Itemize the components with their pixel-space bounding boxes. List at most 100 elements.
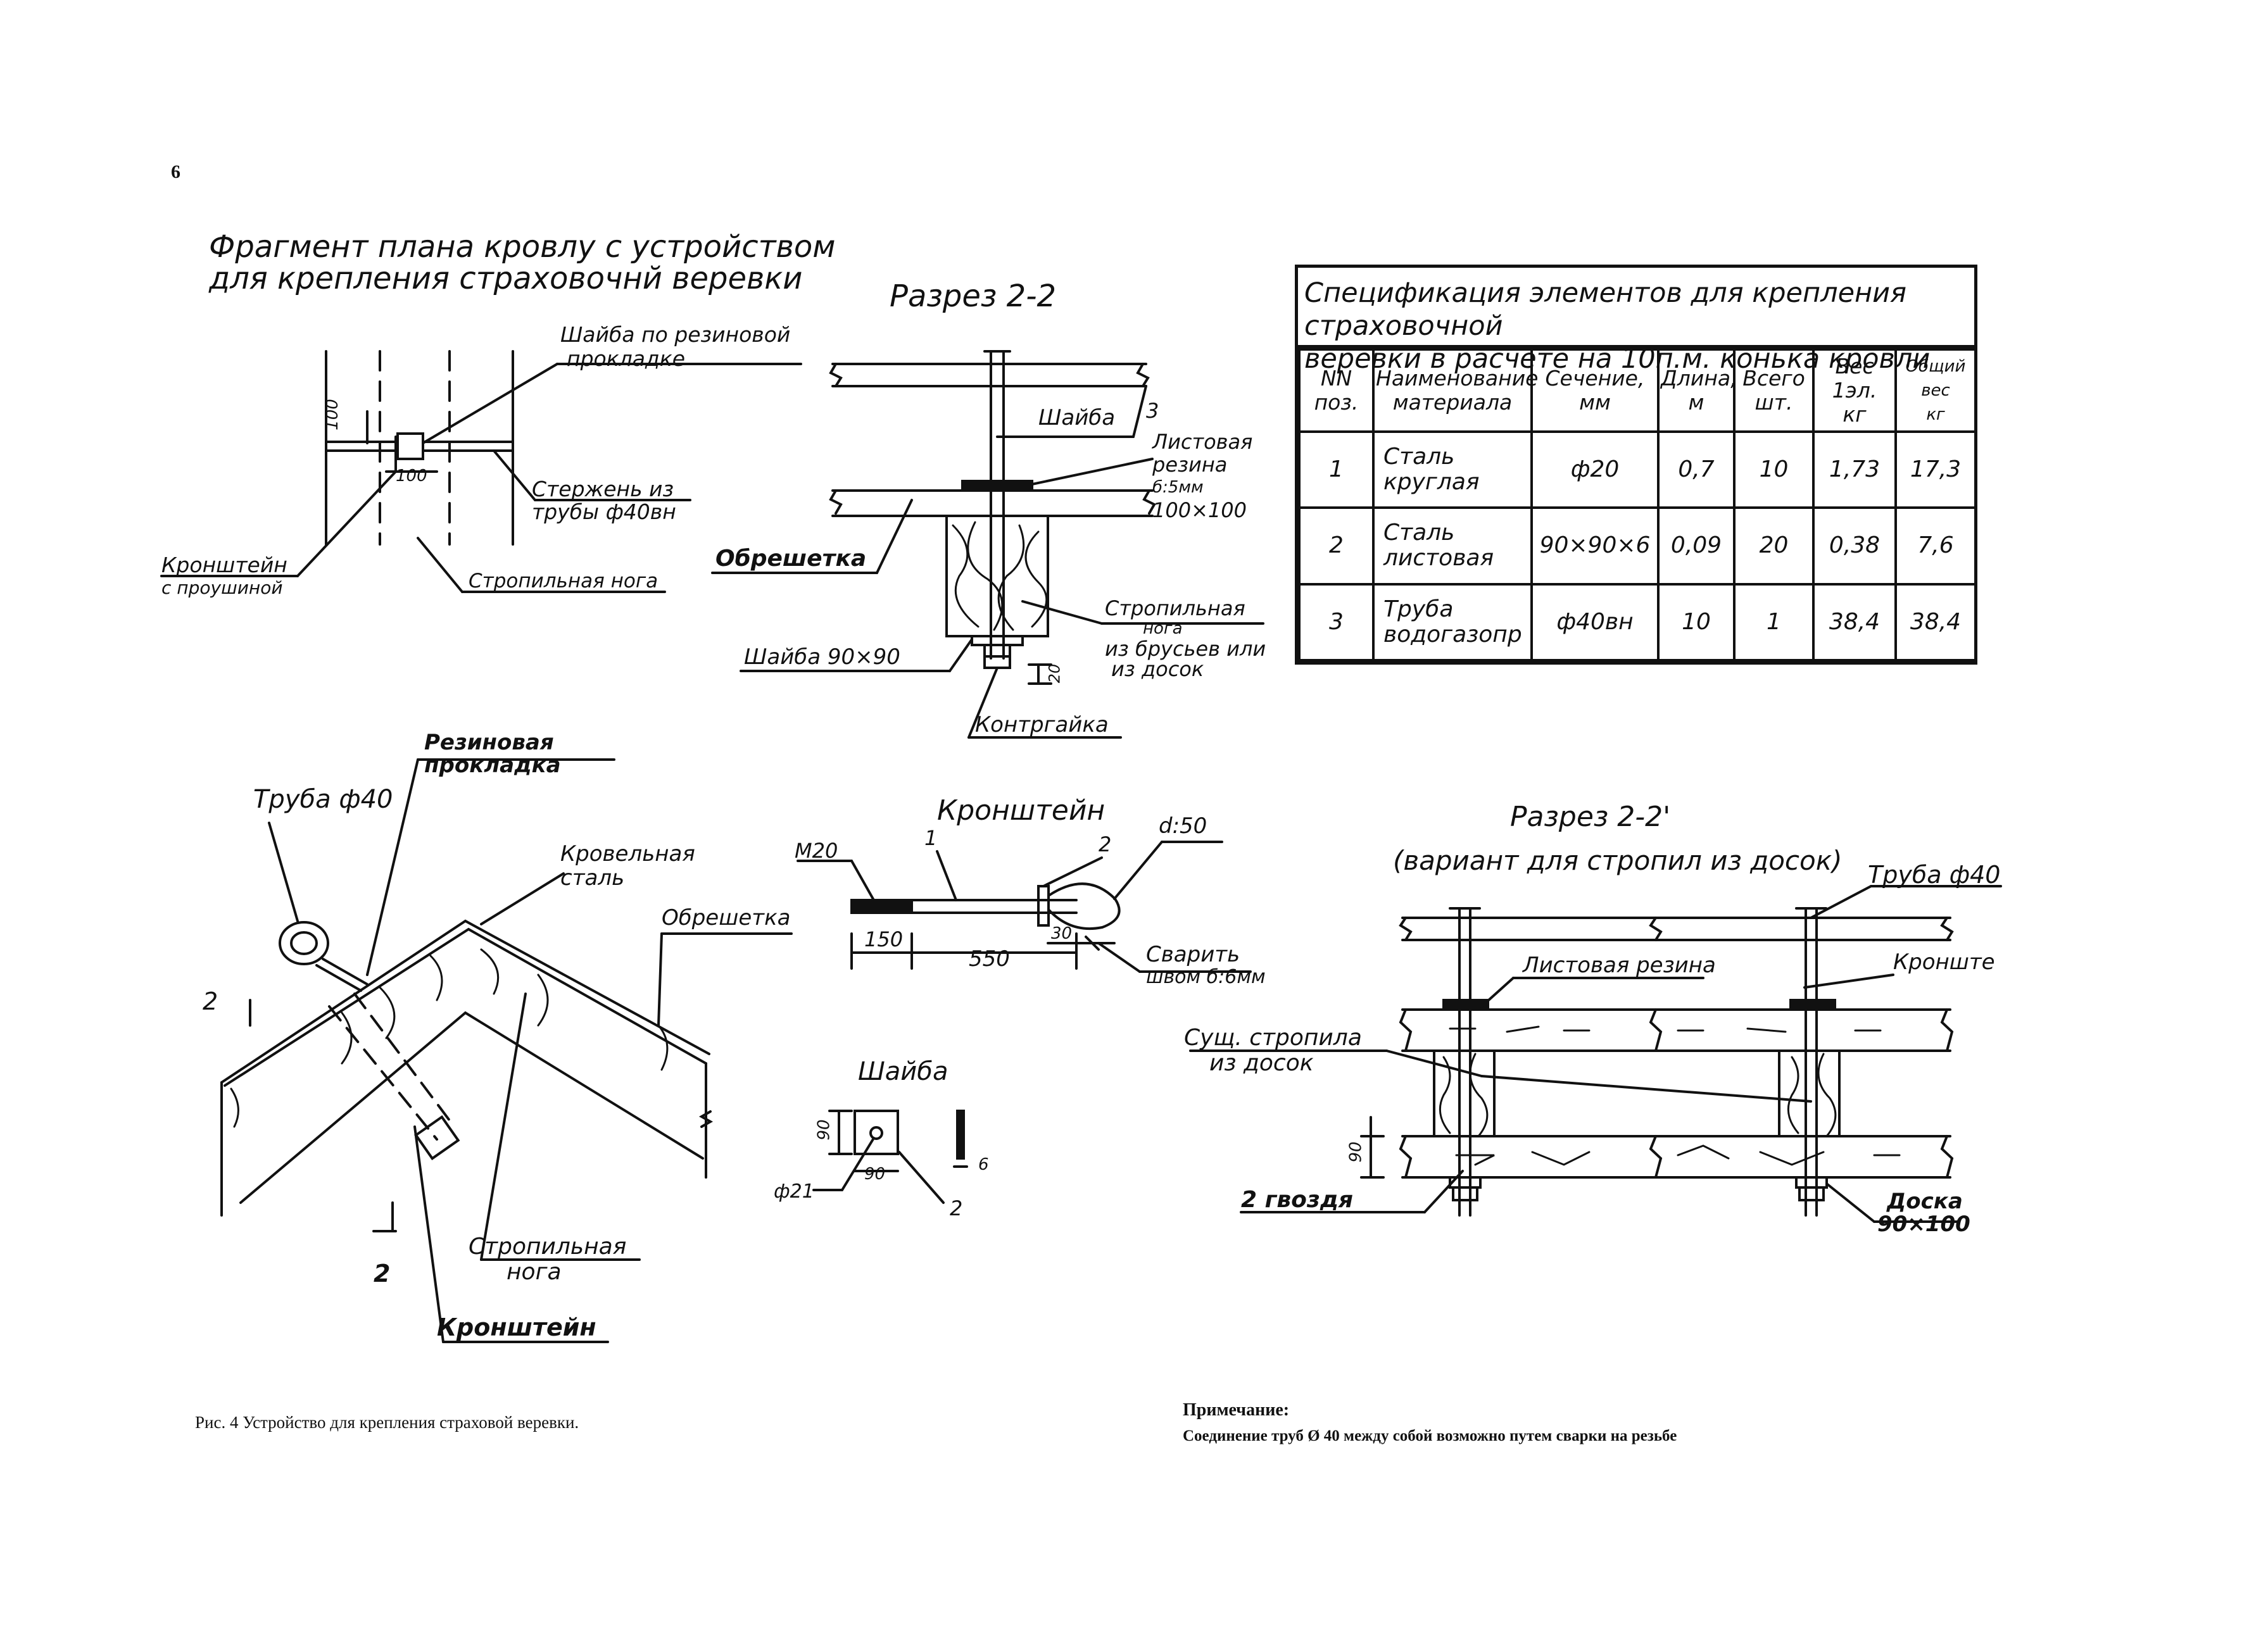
spec-cell: ф40вн bbox=[1530, 582, 1660, 662]
s22-rafter-label: Стропильная нога из брусьев или из досок bbox=[1105, 598, 1266, 679]
plan-title-line2: для крепления страховочнй веревки bbox=[209, 261, 803, 296]
s22-batten-label: Обрешетка bbox=[715, 546, 867, 572]
spec-title: Спецификация элементов для крепления стр… bbox=[1298, 268, 1974, 375]
spec-title-line1: Спецификация элементов для крепления стр… bbox=[1304, 277, 1906, 342]
bracket-d50: d:50 bbox=[1159, 813, 1207, 839]
s22p-rafter-label: Сущ. стропила из досок bbox=[1184, 1025, 1362, 1076]
plan-rafter-label: Стропильная нога bbox=[469, 570, 658, 592]
ridge-rubber-label: Резиновая прокладка bbox=[424, 731, 561, 777]
s22-rafter-line3: из брусьев или bbox=[1105, 637, 1266, 661]
bracket-pos2: 2 bbox=[1099, 832, 1112, 856]
spec-col-section: Сечение,мм bbox=[1530, 348, 1660, 433]
ridge-roof-steel-label: Кровельная сталь bbox=[560, 842, 695, 890]
plan-washer-label: Шайба по резиновой прокладке bbox=[560, 323, 790, 371]
section-2-2-title: Разрез 2-2 bbox=[890, 279, 1057, 314]
spec-cell: 10 bbox=[1657, 582, 1736, 662]
s22p-nails-label: 2 гвоздя bbox=[1241, 1187, 1354, 1213]
spec-cell: 90×90×6 bbox=[1530, 506, 1660, 586]
s22-rubber-line4: 100×100 bbox=[1152, 498, 1247, 522]
bracket-m20: М20 bbox=[795, 839, 838, 863]
s22-dim-20: 20 bbox=[1045, 663, 1064, 684]
spec-cell: 7,6 bbox=[1894, 506, 1977, 586]
spec-cell: 3 bbox=[1298, 582, 1375, 662]
note-text: Соединение труб Ø 40 между собой возможн… bbox=[1183, 1427, 1677, 1444]
washer-drawing bbox=[812, 1110, 968, 1204]
plan-rod-line2: трубы ф40вн bbox=[532, 499, 676, 524]
s22p-board-line2: 90×100 bbox=[1877, 1212, 1970, 1237]
s22-washer-label: Шайба bbox=[1038, 405, 1116, 430]
bracket-dim-30: 30 bbox=[1051, 924, 1073, 943]
plan-title: Фрагмент плана кровлу с устройством для … bbox=[209, 231, 835, 294]
section-2-2-drawing bbox=[711, 350, 1264, 739]
s22-rubber-line3: б:5мм bbox=[1152, 478, 1204, 497]
spec-cell: 0,38 bbox=[1812, 506, 1897, 586]
washer-hole-diameter: ф21 bbox=[774, 1181, 814, 1203]
s22p-rafter-line2: из досок bbox=[1209, 1050, 1314, 1076]
spec-cell: 38,4 bbox=[1812, 582, 1897, 662]
plan-dim-100-horizontal: 100 bbox=[396, 467, 427, 485]
ridge-rubber-line1: Резиновая bbox=[424, 730, 554, 755]
plan-washer-line2: прокладке bbox=[567, 346, 686, 371]
ridge-section-mark-b: 2 bbox=[374, 1260, 391, 1287]
spec-cell: 1 bbox=[1733, 582, 1815, 662]
spec-cell: 38,4 bbox=[1894, 582, 1977, 662]
ridge-bracket-label: Кронштейн bbox=[437, 1313, 596, 1341]
section-2-2p-drawing bbox=[1189, 885, 2002, 1223]
s22-pos3: 3 bbox=[1146, 399, 1159, 423]
spec-cell: 17,3 bbox=[1894, 430, 1977, 510]
bracket-dim-550: 550 bbox=[969, 946, 1010, 972]
ridge-section-mark-a: 2 bbox=[203, 987, 218, 1015]
s22-rubber-line1: Листовая bbox=[1152, 430, 1253, 454]
s22p-rafter-line1: Сущ. стропила bbox=[1184, 1025, 1362, 1051]
s22-locknut-label: Контргайка bbox=[975, 712, 1109, 737]
bracket-dim-150: 150 bbox=[864, 927, 904, 951]
s22-rafter-line4: из досок bbox=[1111, 657, 1204, 681]
plan-bracket-line1: Кронштейн bbox=[161, 553, 287, 577]
washer-dim-6: 6 bbox=[978, 1155, 989, 1174]
page-number: 6 bbox=[171, 161, 180, 182]
s22p-bracket-label: Кронште bbox=[1893, 949, 1995, 975]
washer-dim-90-vertical: 90 bbox=[814, 1119, 834, 1141]
s22p-board-line1: Доска bbox=[1887, 1189, 1963, 1214]
plan-bracket-line2: с проушиной bbox=[161, 577, 283, 598]
plan-fragment bbox=[160, 350, 802, 593]
spec-col-length: Длина,м bbox=[1657, 348, 1737, 433]
bracket-pos1: 1 bbox=[924, 826, 938, 850]
ridge-rafter-line2: нога bbox=[507, 1259, 562, 1285]
spec-cell: 10 bbox=[1733, 430, 1815, 510]
spec-cell: 0,09 bbox=[1657, 506, 1736, 586]
washer-pos2: 2 bbox=[950, 1196, 963, 1220]
s22-rafter-line1: Стропильная bbox=[1105, 596, 1245, 620]
section-2-2p-subtitle: (вариант для стропил из досок) bbox=[1393, 845, 1843, 876]
ridge-rafter-line1: Стропильная bbox=[469, 1234, 627, 1260]
bracket-title: Кронштейн bbox=[937, 794, 1106, 827]
figure-caption: Рис. 4 Устройство для крепления страхово… bbox=[195, 1413, 579, 1432]
spec-col-unit-weight: Вес 1эл.кг bbox=[1812, 348, 1897, 433]
s22p-dim-90: 90 bbox=[1346, 1141, 1366, 1163]
spec-cell: 20 bbox=[1733, 506, 1815, 586]
ridge-pipe-label: Труба ф40 bbox=[253, 785, 393, 814]
s22-rafter-line2: нога bbox=[1143, 619, 1183, 638]
plan-washer-line1: Шайба по резиновой bbox=[560, 322, 791, 347]
bracket-weld-line2: швом б:6мм bbox=[1146, 966, 1266, 988]
ridge-roof-steel-line2: сталь bbox=[560, 865, 625, 891]
plan-dim-100-vertical: 100 bbox=[322, 399, 342, 430]
washer-title: Шайба bbox=[858, 1057, 948, 1086]
s22p-pipe-label: Труба ф40 bbox=[1868, 861, 2001, 889]
note-title: Примечание: bbox=[1183, 1400, 1290, 1420]
plan-rod-line1: Стержень из bbox=[532, 477, 674, 501]
s22p-board-label: Доска 90×100 bbox=[1877, 1190, 1970, 1236]
